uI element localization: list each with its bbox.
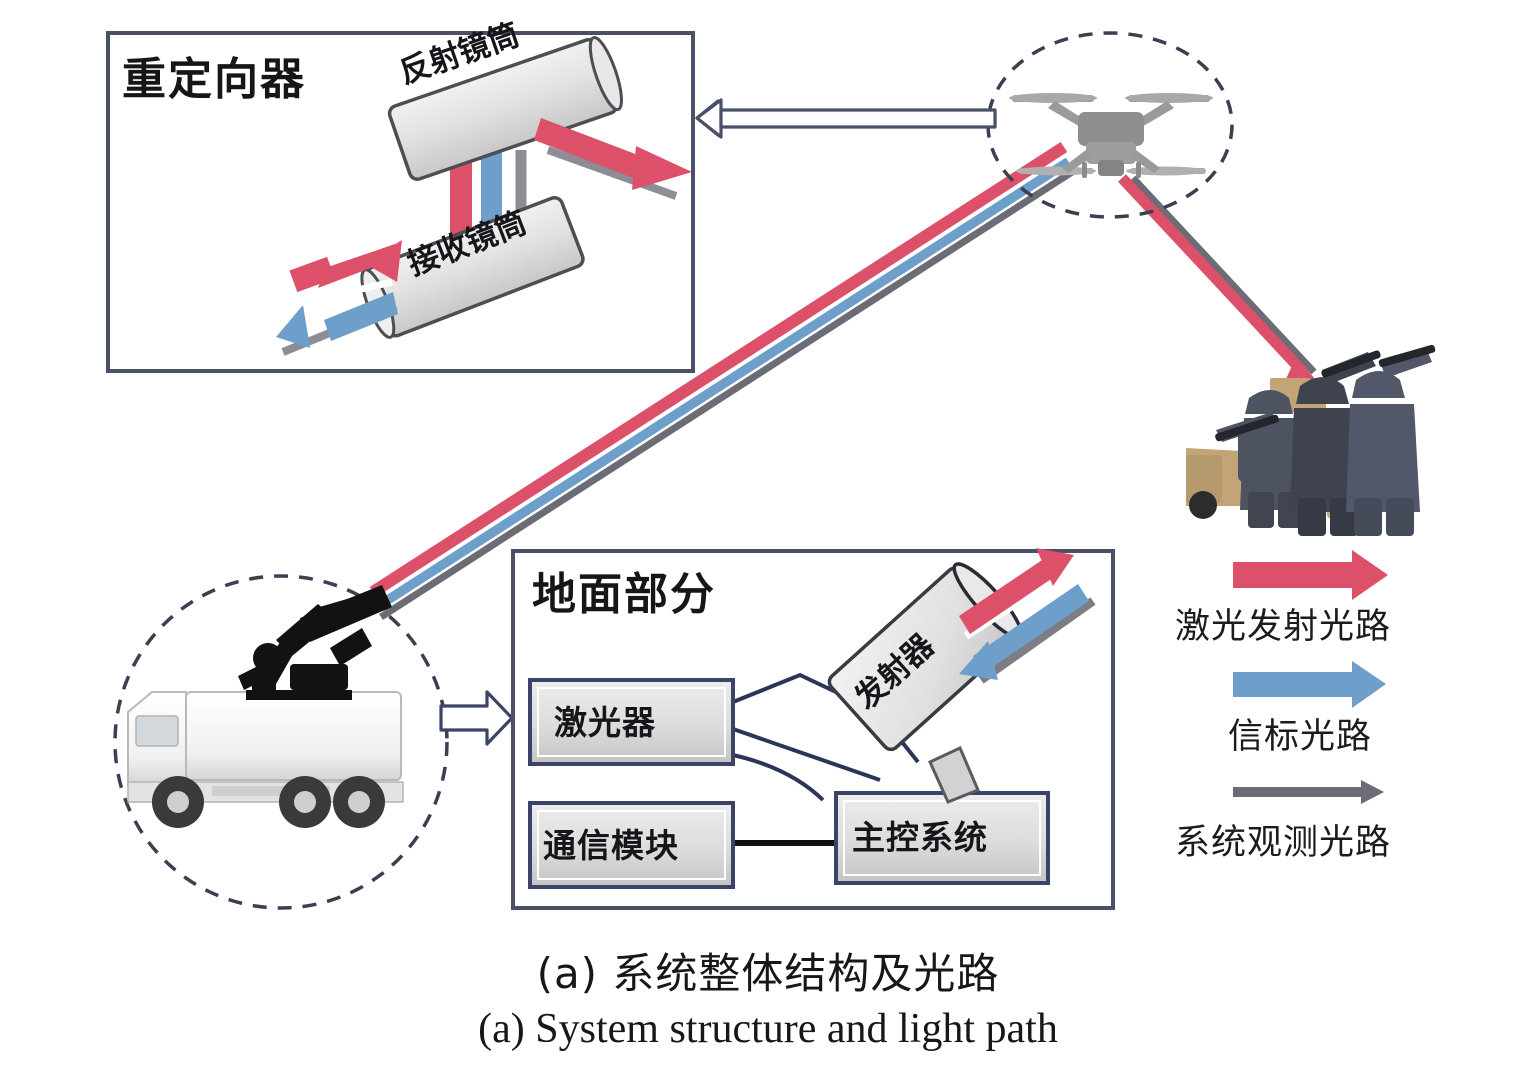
comm-module-box-label: 通信模块	[543, 826, 679, 865]
beam-target-arrowhead	[1286, 357, 1316, 380]
truck-highlight-circle	[113, 574, 449, 910]
main-control-box-label: 主控系统	[852, 818, 988, 857]
beam-drone-to-target	[1117, 174, 1317, 380]
beam-truck-to-drone	[369, 141, 1074, 620]
beam-target-laser-red	[1117, 174, 1308, 376]
main-control-box	[834, 791, 1050, 885]
beam-separator	[373, 151, 1068, 602]
beam-observation-gray	[379, 169, 1074, 620]
reflect-tube-output-beams	[534, 118, 692, 200]
receive-tube-input-beams	[276, 240, 402, 356]
soldiers-and-vehicle	[1186, 344, 1436, 536]
beam-beacon-blue	[374, 156, 1071, 611]
comm-module-box	[528, 801, 735, 889]
truck-with-emitter	[127, 585, 404, 828]
beam-target-observation-gray	[1130, 175, 1317, 375]
quadcopter-drone	[1009, 93, 1213, 178]
hollow-arrow-right	[439, 690, 514, 746]
figure-caption-cn: (a) 系统整体结构及光路	[536, 949, 1000, 998]
laser-box-label: 激光器	[554, 703, 656, 742]
hollow-arrow-left	[695, 98, 997, 139]
emitter-pedestal	[928, 745, 980, 804]
figure-caption-en: (a) System structure and light path	[478, 1006, 1058, 1052]
emitter-output-beams	[959, 548, 1096, 684]
legend-label-laser-emission-path: 激光发射光路	[1175, 607, 1392, 647]
legend-arrow-beacon	[1233, 661, 1386, 708]
reflect-tube	[387, 35, 623, 181]
redirector-panel-border	[106, 31, 695, 373]
legend-arrow-laser	[1233, 550, 1388, 600]
redirector-panel-title: 重定向器	[122, 54, 306, 105]
legend-arrow-observation	[1233, 780, 1384, 804]
beam-laser-red	[369, 141, 1068, 598]
laser-box	[528, 678, 735, 766]
legend-label-system-observation-path: 系统观测光路	[1175, 823, 1392, 863]
ground-panel-border	[511, 549, 1115, 910]
ground-panel-title: 地面部分	[532, 569, 716, 620]
legend-label-beacon-path: 信标光路	[1228, 717, 1373, 757]
